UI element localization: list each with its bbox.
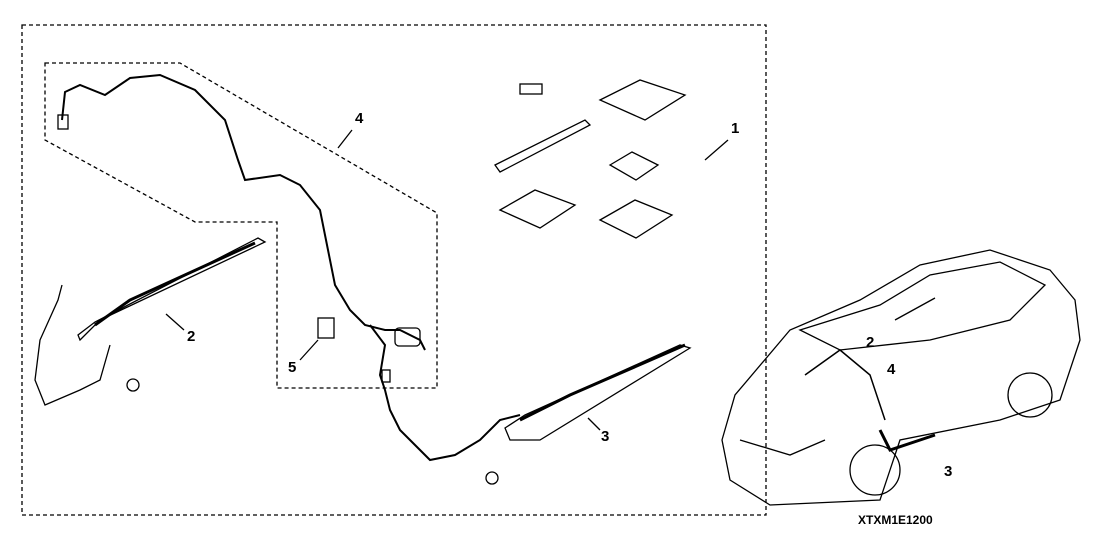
leader-1: [704, 139, 729, 161]
diagram-code: XTXM1E1200: [858, 513, 933, 527]
cable-tie-icon: [494, 119, 592, 173]
pad-icon: [598, 199, 674, 239]
left-garnish-stripe: [94, 241, 256, 327]
vehicle-illustration: [721, 249, 1081, 506]
callout-5: 5: [288, 359, 297, 376]
leader-2: [165, 313, 185, 331]
callout-2: 2: [187, 328, 196, 345]
vehicle-callout-4: 4: [887, 361, 896, 378]
harness-wire: [61, 73, 426, 351]
left-garnish-wire: [34, 284, 111, 406]
vehicle-callout-2: 2: [866, 334, 875, 351]
clip-icon: [126, 378, 140, 392]
callout-3: 3: [601, 428, 610, 445]
right-garnish-shape: [504, 344, 692, 441]
clip-icon: [485, 471, 499, 485]
fuse-icon: [317, 317, 335, 339]
small-part-icon: [519, 83, 543, 95]
right-garnish-stripe: [519, 343, 686, 422]
callout-4: 4: [355, 110, 364, 127]
connector-icon: [394, 327, 421, 347]
leader-3: [587, 417, 601, 431]
kit-outline: [21, 24, 767, 516]
vehicle-callout-3: 3: [944, 463, 953, 480]
leader-4: [337, 129, 353, 149]
callout-1: 1: [731, 120, 740, 137]
pad-icon: [608, 151, 660, 181]
harness-wire-lower: [369, 324, 521, 462]
leader-5: [299, 339, 319, 361]
connector-icon: [381, 369, 391, 383]
left-garnish-shape: [77, 237, 267, 342]
pad-icon: [598, 79, 687, 121]
connector-icon: [57, 114, 69, 130]
harness-group-outline: [44, 62, 438, 389]
pad-icon: [498, 189, 577, 229]
